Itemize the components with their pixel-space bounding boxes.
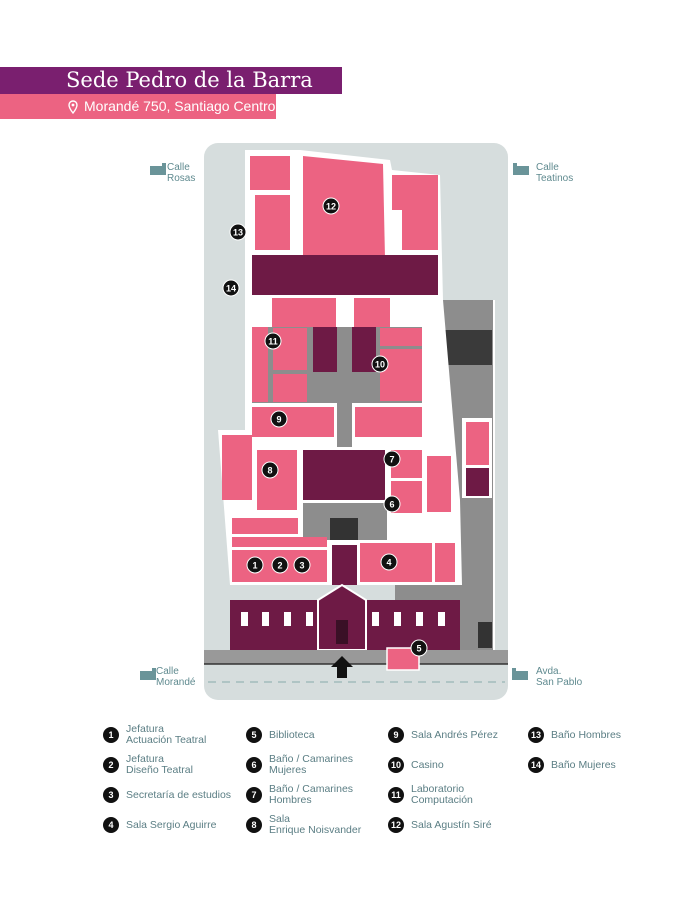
room-marker-9 [270, 410, 288, 428]
room-marker-label: 6 [389, 500, 394, 510]
legend-number: 2 [103, 757, 119, 773]
legend-item: 10 Casino [388, 754, 444, 776]
room-marker-1 [246, 556, 264, 574]
legend-number: 4 [103, 817, 119, 833]
room-marker-10 [371, 355, 389, 373]
legend-number: 10 [388, 757, 404, 773]
room-marker-label: 11 [268, 337, 278, 347]
legend-item: 7 Baño / Camarines Hombres [246, 784, 353, 806]
legend-item: 13 Baño Hombres [528, 724, 621, 746]
windows [241, 612, 445, 626]
location-pin-icon [68, 100, 78, 114]
street-label-morande: Calle Morandé [156, 666, 196, 688]
room-marker-label: 7 [389, 455, 394, 465]
room-marker-3 [293, 556, 311, 574]
page-title: Sede Pedro de la Barra [0, 67, 342, 94]
legend-label: Jefatura Diseño Teatral [126, 753, 193, 776]
room-marker-label: 12 [326, 202, 336, 212]
library-book-icon [386, 647, 420, 671]
legend-number: 3 [103, 787, 119, 803]
room-marker-label: 2 [277, 561, 282, 571]
room-marker-14 [222, 279, 240, 297]
legend-label: Baño / Camarines Hombres [269, 783, 354, 806]
legend-label: Sala Enrique Noisvander [269, 813, 362, 836]
room-marker-6 [383, 495, 401, 513]
legend-label: Sala Andrés Pérez [411, 728, 498, 741]
sidewalk [204, 650, 508, 664]
legend-label: Sala Agustín Siré [411, 818, 492, 831]
legend-item: 5 Biblioteca [246, 724, 315, 746]
legend-number: 8 [246, 817, 262, 833]
room-marker-2 [271, 556, 289, 574]
legend-item: 11 Laboratorio Computación [388, 784, 473, 806]
legend-label: Baño Mujeres [551, 758, 616, 771]
legend-item: 3 Secretaría de estudios [103, 784, 231, 806]
room-marker-label: 8 [267, 466, 272, 476]
legend-label: Secretaría de estudios [126, 788, 232, 801]
street-label-teatinos: Calle Teatinos [536, 162, 574, 184]
legend-number: 1 [103, 727, 119, 743]
legend-item: 9 Sala Andrés Pérez [388, 724, 498, 746]
legend-item: 6 Baño / Camarines Mujeres [246, 754, 353, 776]
legend-label: Casino [411, 758, 444, 771]
room-marker-5 [410, 639, 428, 657]
room-marker-4 [380, 553, 398, 571]
legend-label: Biblioteca [269, 728, 315, 741]
room-marker-label: 3 [299, 561, 304, 571]
legend-number: 9 [388, 727, 404, 743]
street-pointers [140, 163, 529, 680]
room-marker-7 [383, 450, 401, 468]
legend-number: 12 [388, 817, 404, 833]
legend-number: 6 [246, 757, 262, 773]
legend-label: Baño / Camarines Mujeres [269, 753, 354, 776]
pointing-hand-icon [513, 163, 529, 175]
room-marker-8 [261, 461, 279, 479]
room-marker-label: 1 [252, 561, 257, 571]
room-marker-label: 4 [386, 558, 391, 568]
legend-label: Sala Sergio Aguirre [126, 818, 217, 831]
legend-number: 14 [528, 757, 544, 773]
legend-number: 13 [528, 727, 544, 743]
room-marker-label: 14 [226, 284, 236, 294]
legend-label: Jefatura Actuación Teatral [126, 723, 207, 746]
legend-number: 7 [246, 787, 262, 803]
room-marker-11 [264, 332, 282, 350]
legend-label: Laboratorio Computación [411, 783, 473, 806]
legend-label: Baño Hombres [551, 728, 622, 741]
street-label-rosas: Calle Rosas [167, 162, 196, 184]
street-label-san-pablo: Avda. San Pablo [536, 666, 583, 688]
address-bar: Morandé 750, Santiago Centro [0, 94, 276, 119]
room-marker-label: 10 [375, 360, 385, 370]
pointing-hand-icon [512, 668, 528, 680]
pointing-hand-icon [150, 163, 166, 175]
legend-item: 1 Jefatura Actuación Teatral [103, 724, 206, 746]
address-text: Morandé 750, Santiago Centro [84, 98, 276, 114]
legend-number: 11 [388, 787, 404, 803]
legend-item: 4 Sala Sergio Aguirre [103, 814, 216, 836]
legend-item: 8 Sala Enrique Noisvander [246, 814, 361, 836]
legend-item: 2 Jefatura Diseño Teatral [103, 754, 193, 776]
room-marker-13 [229, 223, 247, 241]
legend-item: 12 Sala Agustín Siré [388, 814, 492, 836]
legend-item: 14 Baño Mujeres [528, 754, 616, 776]
legend-number: 5 [246, 727, 262, 743]
room-marker-12 [322, 197, 340, 215]
room-marker-label: 5 [416, 644, 421, 654]
room-marker-label: 13 [233, 228, 243, 238]
room-marker-label: 9 [276, 415, 281, 425]
pointing-hand-icon [140, 668, 156, 680]
entrance-arrow-icon [331, 656, 353, 678]
